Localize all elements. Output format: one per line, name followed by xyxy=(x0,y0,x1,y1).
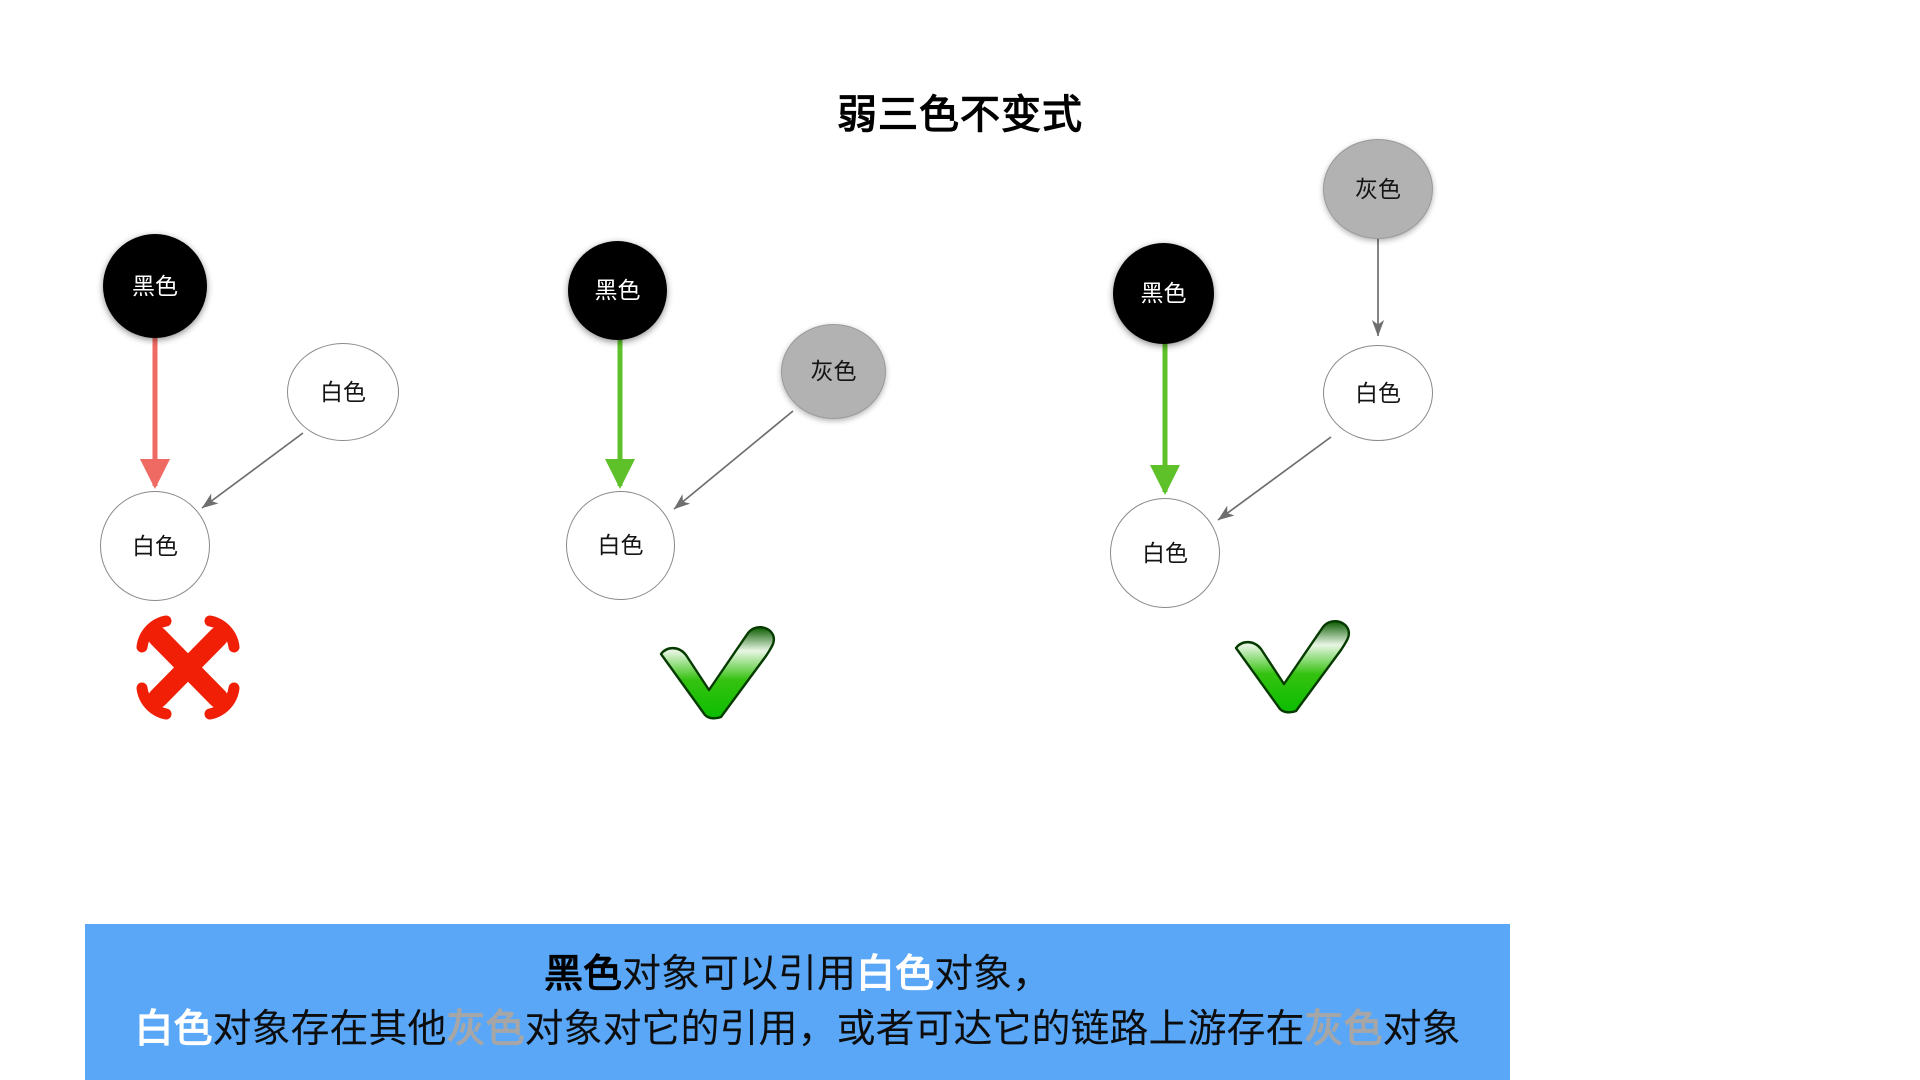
node-label: 黑色 xyxy=(594,277,641,303)
caption-run: 白色 xyxy=(856,952,935,996)
node-label: 白色 xyxy=(320,378,366,405)
caption-banner: 黑色对象可以引用白色对象， 白色对象存在其他灰色对象对它的引用，或者可达它的链路… xyxy=(85,924,1510,1080)
node-label: 白色 xyxy=(597,532,644,558)
caption-line-2: 白色对象存在其他灰色对象对它的引用，或者可达它的链路上游存在灰色对象 xyxy=(134,1002,1460,1057)
caption-run: 对象 xyxy=(1382,1008,1461,1051)
node-black-g1[interactable]: 黑色 xyxy=(103,234,207,338)
node-gray-g3[interactable]: 灰色 xyxy=(1323,139,1433,239)
green-check-mark-g3 xyxy=(1228,618,1356,719)
edge-g1-white-to-white xyxy=(201,432,304,509)
node-label: 白色 xyxy=(1355,379,1401,406)
node-white-upper-g1[interactable]: 白色 xyxy=(287,343,399,441)
node-label: 黑色 xyxy=(1140,280,1187,306)
caption-run: 对象可以引用 xyxy=(621,952,856,996)
node-label: 白色 xyxy=(1142,539,1188,566)
caption-run: 灰色 xyxy=(446,1008,525,1051)
caption-run: 对象， xyxy=(934,952,1052,996)
node-gray-g2[interactable]: 灰色 xyxy=(781,324,886,419)
edge-g3-white-to-white xyxy=(1217,436,1332,521)
caption-run: 灰色 xyxy=(1304,1008,1383,1051)
node-label: 白色 xyxy=(132,532,178,559)
node-white-g2[interactable]: 白色 xyxy=(566,491,675,600)
caption-run: 对象对它的引用，或者可达它的链路上游存在 xyxy=(524,1008,1305,1051)
caption-line-1: 黑色对象可以引用白色对象， xyxy=(544,947,1051,1002)
node-black-g2[interactable]: 黑色 xyxy=(568,241,667,340)
caption-run: 对象存在其他 xyxy=(212,1008,447,1051)
node-white-upper-g3[interactable]: 白色 xyxy=(1323,345,1433,441)
page-title: 弱三色不变式 xyxy=(837,93,1083,137)
node-white-lower-g1[interactable]: 白色 xyxy=(100,491,210,601)
caption-run: 黑色 xyxy=(543,952,622,996)
red-cross-mark xyxy=(128,615,248,725)
node-label: 灰色 xyxy=(810,358,857,384)
node-white-lower-g3[interactable]: 白色 xyxy=(1110,498,1220,608)
green-check-mark-g2 xyxy=(653,624,781,725)
edge-g2-gray-to-white xyxy=(673,410,794,510)
node-label: 灰色 xyxy=(1355,175,1401,202)
node-label: 黑色 xyxy=(132,272,178,299)
caption-run: 白色 xyxy=(134,1008,213,1051)
node-black-g3[interactable]: 黑色 xyxy=(1113,243,1214,344)
